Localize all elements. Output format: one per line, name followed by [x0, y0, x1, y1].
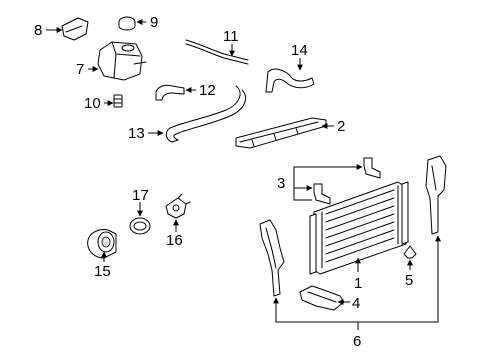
part-6-air-baffles — [259, 155, 447, 330]
part-12-hose — [155, 84, 196, 101]
callout-4: 4 — [352, 295, 360, 312]
callout-5: 5 — [405, 272, 413, 289]
callout-6: 6 — [353, 333, 361, 350]
part-9-cap — [118, 16, 146, 31]
callout-11: 11 — [223, 28, 239, 45]
part-7-reservoir — [88, 41, 147, 81]
callout-8: 8 — [34, 22, 42, 39]
callout-13: 13 — [128, 125, 145, 142]
part-2-baffle — [235, 117, 334, 149]
callout-16: 16 — [166, 232, 183, 249]
callout-2: 2 — [337, 118, 345, 135]
part-15-outlet — [87, 229, 117, 262]
part-5-clip — [403, 245, 417, 270]
part-1-radiator — [309, 181, 409, 275]
part-10-bleeder — [104, 94, 123, 108]
callout-15: 15 — [94, 263, 111, 280]
callout-9: 9 — [150, 14, 158, 31]
part-3-brackets — [293, 157, 381, 205]
part-4-deflector — [299, 285, 350, 311]
part-8-bracket — [46, 17, 89, 41]
part-17-clamp — [129, 202, 151, 235]
callout-14: 14 — [291, 42, 308, 59]
callout-12: 12 — [199, 82, 216, 99]
callout-3: 3 — [277, 175, 285, 192]
part-13-hose — [148, 85, 246, 143]
part-11-hose — [185, 39, 249, 65]
part-14-hose — [265, 58, 315, 93]
callout-17: 17 — [132, 187, 149, 204]
callout-10: 10 — [84, 95, 101, 112]
callout-7: 7 — [76, 61, 84, 78]
callout-1: 1 — [354, 275, 362, 292]
part-16-fitting — [165, 193, 191, 232]
